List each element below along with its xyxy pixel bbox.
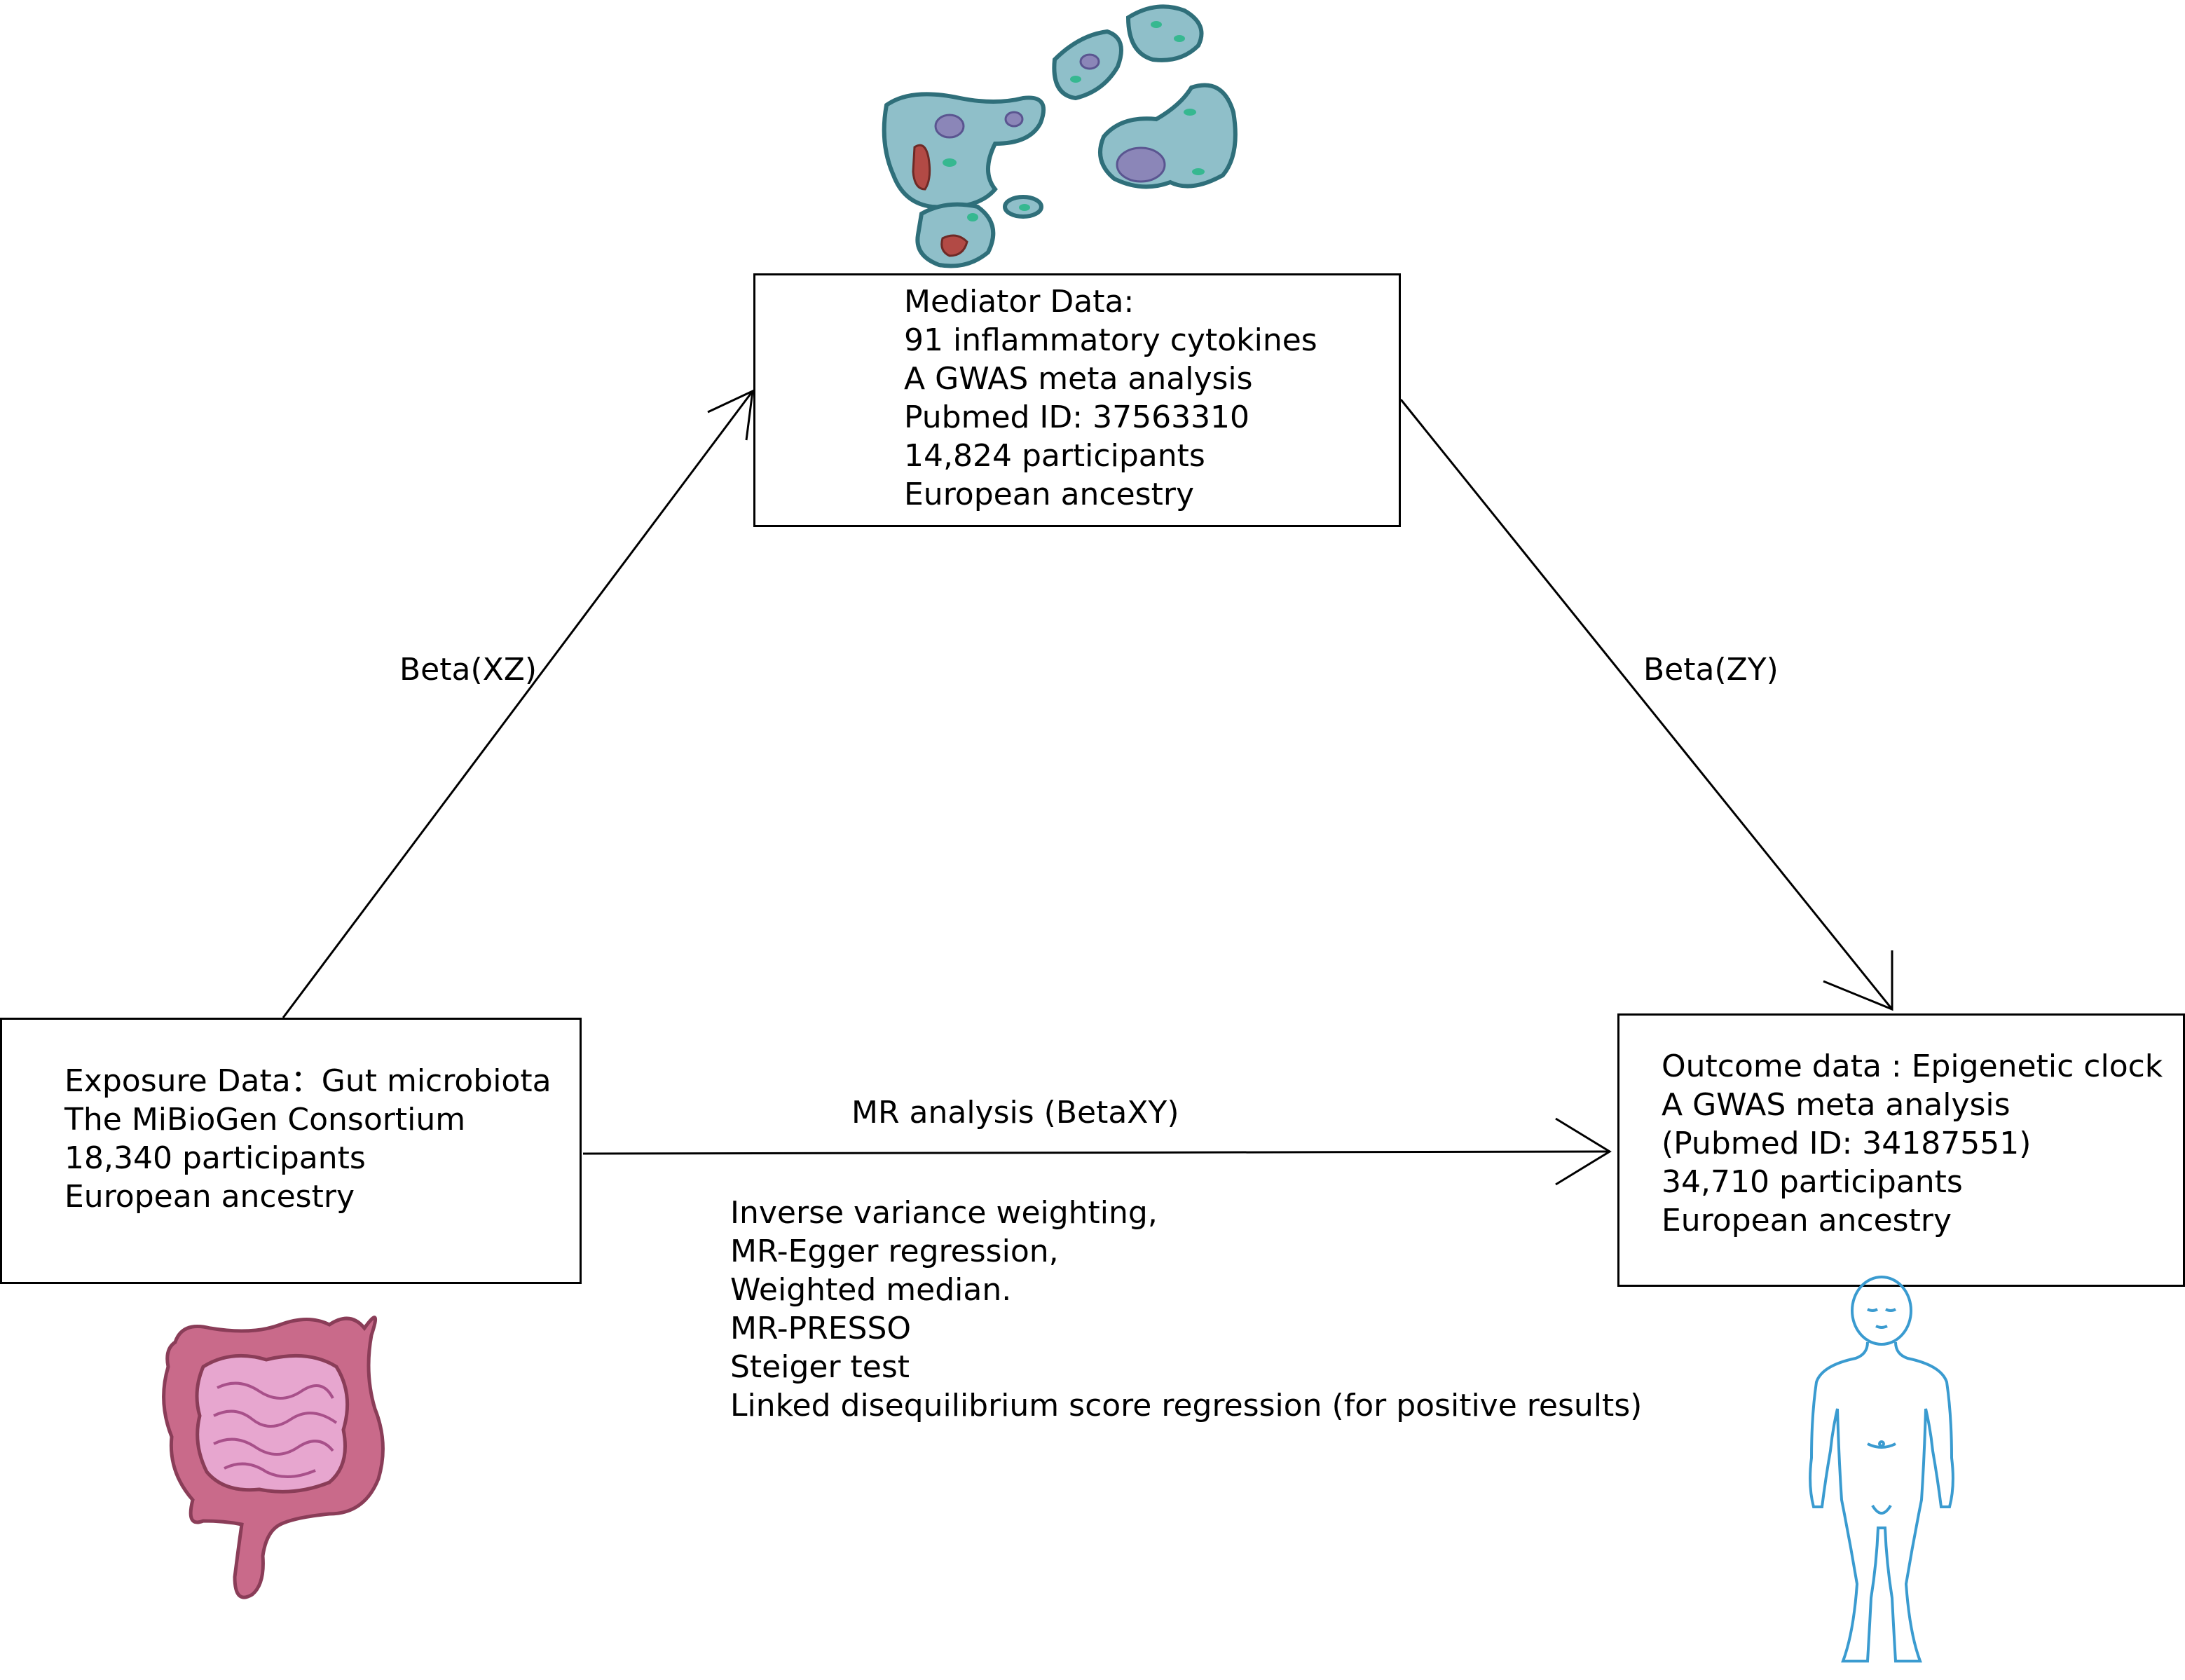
method-item: MR-Egger regression, — [730, 1234, 1059, 1269]
arrow-exposure-to-mediator — [282, 390, 754, 1018]
arrowhead-exposure-to-mediator — [707, 389, 754, 441]
exposure-line: 18,340 participants — [64, 1140, 366, 1176]
method-item: Linked disequilibrium score regression (… — [730, 1388, 1643, 1423]
methods-list: Inverse variance weighting, MR-Egger reg… — [730, 1194, 1642, 1425]
outcome-box — [1617, 1013, 2185, 1287]
outcome-line: (Pubmed ID: 34187551) — [1662, 1126, 2032, 1161]
exposure-box — [0, 1018, 582, 1284]
arrowhead-exposure-to-outcome — [1555, 1117, 1612, 1186]
mediator-line: Pubmed ID: 37563310 — [904, 399, 1250, 435]
edge-label-beta-xz: Beta(XZ) — [399, 652, 537, 688]
exposure-line: The MiBioGen Consortium — [64, 1102, 466, 1138]
arrow-mediator-to-outcome — [1399, 399, 1893, 1010]
mediator-line: European ancestry — [904, 477, 1194, 512]
outcome-text: Outcome data : Epigenetic clock A GWAS m… — [1662, 1047, 2163, 1240]
outcome-line: 34,710 participants — [1662, 1164, 1963, 1200]
arrowhead-mediator-to-outcome — [1823, 950, 1893, 1011]
mediator-box — [753, 273, 1401, 527]
outcome-line: European ancestry — [1662, 1203, 1952, 1238]
method-item: Weighted median. — [730, 1272, 1012, 1308]
mediator-text: Mediator Data: 91 inflammatory cytokines… — [904, 282, 1317, 514]
outcome-line: Outcome data : Epigenetic clock — [1662, 1049, 2163, 1084]
method-item: Steiger test — [730, 1349, 910, 1385]
method-item: Inverse variance weighting, — [730, 1195, 1158, 1231]
exposure-line: European ancestry — [64, 1179, 355, 1215]
arrow-exposure-to-outcome — [582, 1150, 1610, 1155]
mediator-line: A GWAS meta analysis — [904, 361, 1253, 397]
method-item: MR-PRESSO — [730, 1311, 912, 1346]
mediator-line: 91 inflammatory cytokines — [904, 322, 1317, 358]
edge-label-beta-zy: Beta(ZY) — [1643, 652, 1779, 688]
mediator-line: Mediator Data: — [904, 284, 1135, 320]
mediator-line: 14,824 participants — [904, 438, 1205, 474]
exposure-text: Exposure Data：Gut microbiota The MiBioGe… — [64, 1062, 552, 1216]
outcome-line: A GWAS meta analysis — [1662, 1087, 2011, 1123]
exposure-line: Exposure Data：Gut microbiota — [64, 1063, 552, 1099]
edge-label-beta-xy: MR analysis (BetaXY) — [851, 1095, 1179, 1131]
